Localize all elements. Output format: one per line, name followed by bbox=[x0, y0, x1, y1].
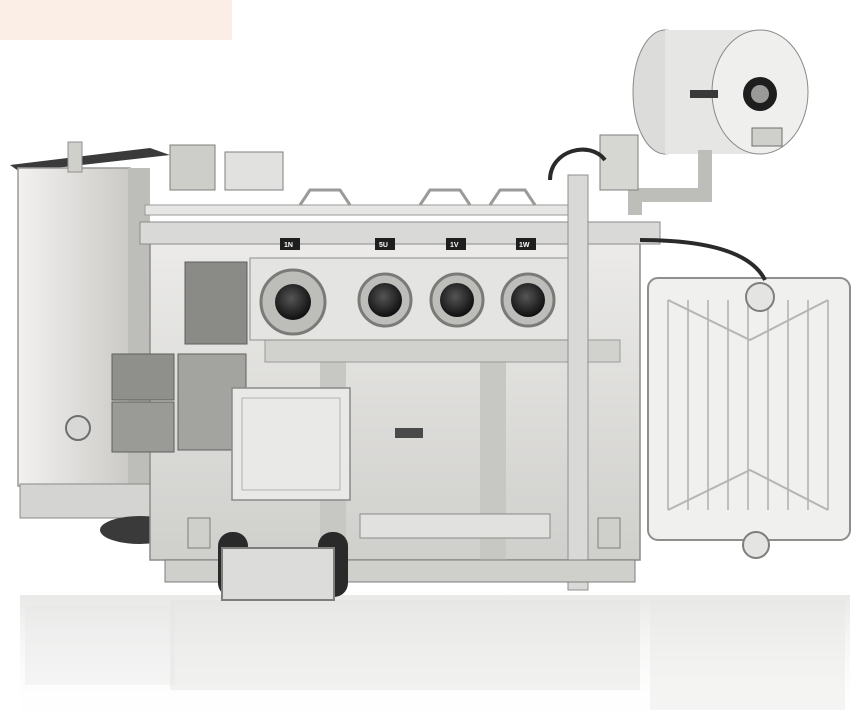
vertical-pipe bbox=[567, 174, 589, 591]
bushing-tag-2: 5U bbox=[379, 242, 388, 249]
top-fittings bbox=[169, 134, 639, 191]
floor-reflection bbox=[20, 595, 850, 727]
accent-band bbox=[0, 0, 232, 40]
base-skid bbox=[164, 513, 636, 601]
bushing-tag-4: 1W bbox=[519, 242, 530, 249]
radiator bbox=[639, 238, 851, 559]
conservator-tank bbox=[628, 29, 809, 215]
bushing-panel: 1N 5U 1V 1W bbox=[249, 238, 569, 341]
access-door bbox=[231, 387, 351, 501]
bushing-tag-1: 1N bbox=[284, 242, 293, 249]
rating-plates bbox=[111, 261, 248, 453]
bushing-tag-3: 1V bbox=[450, 242, 459, 249]
